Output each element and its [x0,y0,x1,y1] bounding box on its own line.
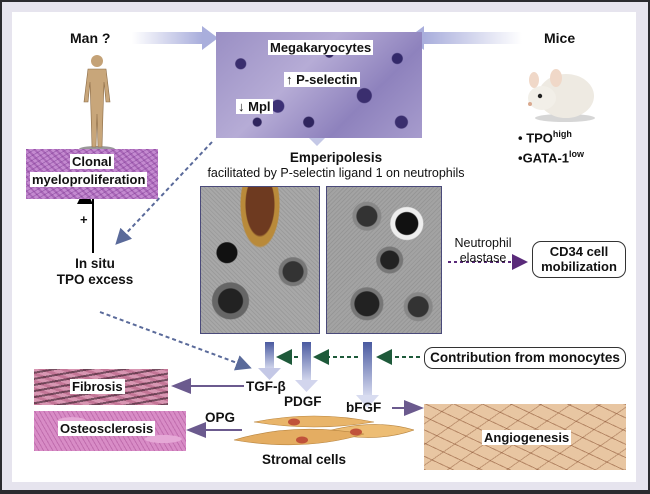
diagram-panel: Man ? Mice • TPOhigh •GATA-1low Megakary… [12,12,636,482]
bullet: • [518,130,523,146]
stromal-cells-icon [233,415,414,446]
megakaryocyte-histology-image: Megakaryocytes ↑ P-selectin ↓ Mpl [216,32,422,138]
mice-traits: • TPOhigh •GATA-1low [518,126,584,167]
elastase-line1: Neutrophil [454,236,512,250]
tpo-excess-label: In situ TPO excess [52,256,138,288]
fibrosis-image: Fibrosis [34,369,168,405]
trait-level: low [569,149,585,160]
cd34-line2: mobilization [541,259,617,274]
neutrophil-elastase-label: Neutrophil elastase [448,236,518,266]
electron-micrograph-left [200,186,320,334]
trait-level: high [552,129,572,139]
tpo-line1: In situ [75,256,115,271]
megakaryocytes-label: Megakaryocytes [268,40,374,55]
bullet: • [518,150,523,166]
arrow-man-to-megakaryocytes [132,26,218,50]
clonal-line2: myeloproliferation [30,172,148,187]
emperipolesis-subtitle: facilitated by P-selectin ligand 1 on ne… [207,166,465,180]
tpo-line2: TPO excess [56,272,134,287]
clonal-myeloproliferation-image: Clonal myeloproliferation [26,149,158,199]
trait-name: GATA-1 [522,150,570,166]
plus-sign: + [80,212,88,227]
osteosclerosis-image: Osteosclerosis [34,411,186,451]
clonal-line1: Clonal [70,154,114,169]
arrow-tgf-beta [258,342,281,380]
human-figure-icon [79,55,115,152]
dashed-arrow-tpo-to-tgf [99,311,252,371]
cd34-line1: CD34 cell [549,244,609,259]
mouse-icon [528,69,595,122]
bfgf-label: bFGF [346,400,382,415]
stromal-cells-label: Stromal cells [262,452,347,467]
mice-label: Mice [544,30,576,46]
arrow-pdgf [295,342,318,392]
elastase-line2: elastase [459,251,507,265]
trait-gata1-low: •GATA-1low [518,146,584,166]
fibrosis-label: Fibrosis [70,379,125,394]
p-selectin-label: ↑ P-selectin [284,72,360,87]
trait-name: TPO [526,130,553,146]
dashed-arrow-mega-to-tpo [115,141,213,245]
angiogenesis-image: Angiogenesis [424,404,626,470]
tgf-beta-label: TGF-β [246,379,286,394]
arrow-mice-to-megakaryocytes [408,26,522,50]
mpl-label: ↓ Mpl [236,99,273,114]
electron-micrograph-right [326,186,442,334]
arrow-bfgf [356,342,379,408]
emperipolesis-title: Emperipolesis [289,150,383,165]
angiogenesis-label: Angiogenesis [482,430,572,445]
osteosclerosis-label: Osteosclerosis [58,421,156,436]
cd34-mobilization-box: CD34 cell mobilization [532,241,626,278]
opg-label: OPG [205,410,236,425]
monocytes-contribution-box: Contribution from monocytes [424,347,626,369]
pdgf-label: PDGF [284,394,322,409]
trait-tpo-high: • TPOhigh [518,126,584,146]
man-label: Man ? [70,30,111,46]
